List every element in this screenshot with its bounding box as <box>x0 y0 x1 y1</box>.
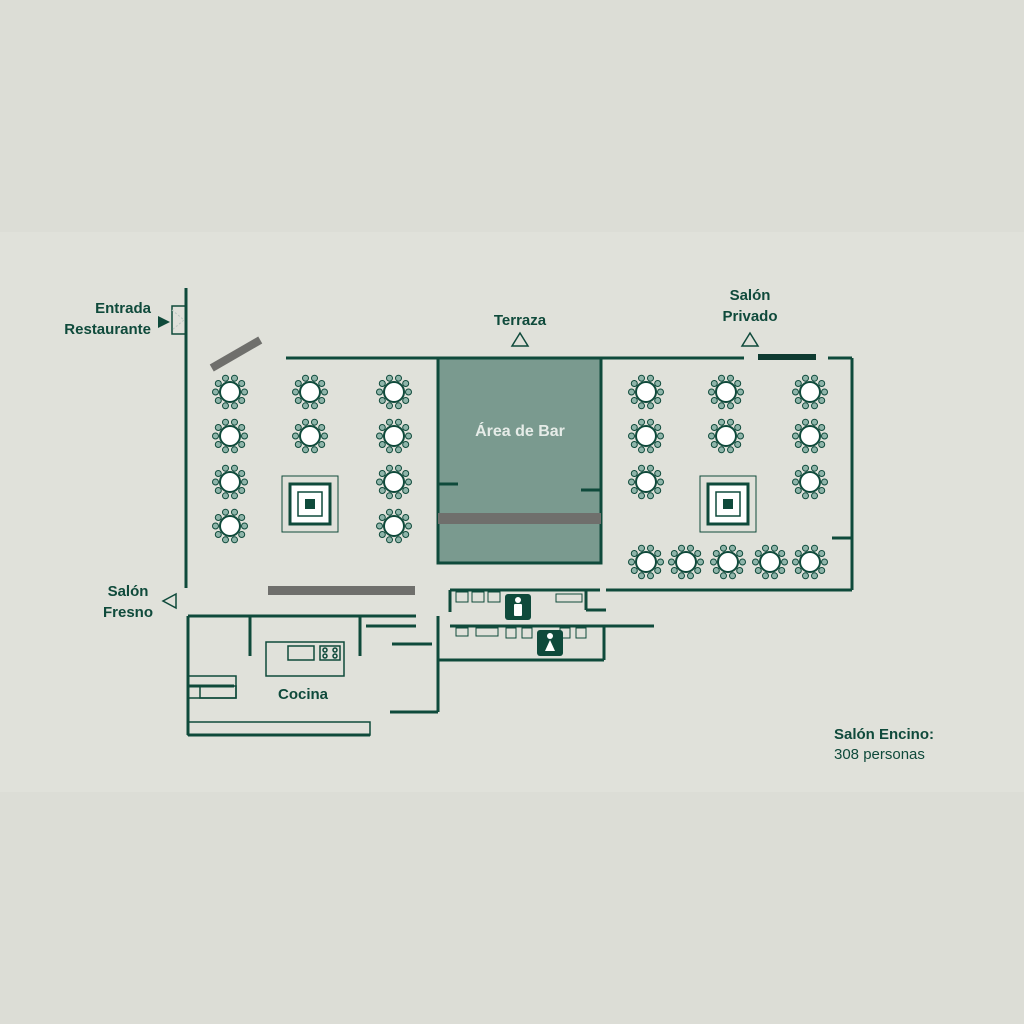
salon-fresno-line1: Salón <box>107 583 149 600</box>
square-table-icon <box>699 475 757 533</box>
round-table-icon <box>710 544 746 580</box>
buffet-counter <box>268 586 415 595</box>
round-table-icon <box>628 374 664 410</box>
bar-counter <box>438 513 601 524</box>
privado-partition <box>758 354 816 360</box>
round-table-icon <box>792 418 828 454</box>
round-table-icon <box>708 374 744 410</box>
entrance-door <box>171 305 187 335</box>
walls <box>184 288 854 737</box>
salon-privado-line2: Privado <box>722 308 778 325</box>
round-table-icon <box>792 464 828 500</box>
round-table-icon <box>376 464 412 500</box>
capacity-room-name: Salón Encino: <box>834 726 935 743</box>
salon-fresno-line2: Fresno <box>102 604 153 621</box>
round-table-icon <box>376 508 412 544</box>
round-table-icon <box>376 418 412 454</box>
women-restroom-icon <box>537 630 563 656</box>
kitchen-fixtures <box>187 641 371 736</box>
square-table-icon <box>281 475 339 533</box>
access-markers <box>161 331 760 610</box>
terraza-label: Terraza <box>493 312 547 329</box>
round-table-icon <box>292 418 328 454</box>
terraza-triangle-icon <box>510 331 530 347</box>
round-table-icon <box>752 544 788 580</box>
cocina-label: Cocina <box>278 686 329 703</box>
square-tables <box>281 475 757 533</box>
round-table-icon <box>212 418 248 454</box>
round-table-icon <box>792 544 828 580</box>
round-table-icon <box>376 374 412 410</box>
salon-fresno-label: Salón Fresno <box>86 581 170 623</box>
entrada-label: Entrada Restaurante <box>64 298 151 340</box>
capacity-guests: 308 personas <box>834 746 925 763</box>
round-table-icon <box>212 464 248 500</box>
fresno-triangle-icon <box>161 592 177 610</box>
salon-privado-line1: Salón <box>729 287 771 304</box>
round-tables <box>212 374 828 580</box>
salon-privado-label: Salón Privado <box>710 285 790 327</box>
round-table-icon <box>292 374 328 410</box>
round-table-icon <box>212 508 248 544</box>
round-table-icon <box>628 418 664 454</box>
entrance-arrow-icon <box>158 316 170 328</box>
privado-triangle-icon <box>740 331 760 347</box>
entrada-line2: Restaurante <box>64 321 151 338</box>
kitchen-island <box>265 641 345 677</box>
round-table-icon <box>668 544 704 580</box>
men-restroom-icon <box>505 594 531 620</box>
round-table-icon <box>708 418 744 454</box>
bar-area <box>436 356 603 565</box>
entrance-counter <box>209 336 263 372</box>
round-table-icon <box>628 544 664 580</box>
restroom-fixtures <box>455 591 587 639</box>
round-table-icon <box>792 374 828 410</box>
round-table-icon <box>628 464 664 500</box>
area-de-bar-label: Área de Bar <box>475 423 565 440</box>
round-table-icon <box>212 374 248 410</box>
entrada-line1: Entrada <box>95 300 151 317</box>
